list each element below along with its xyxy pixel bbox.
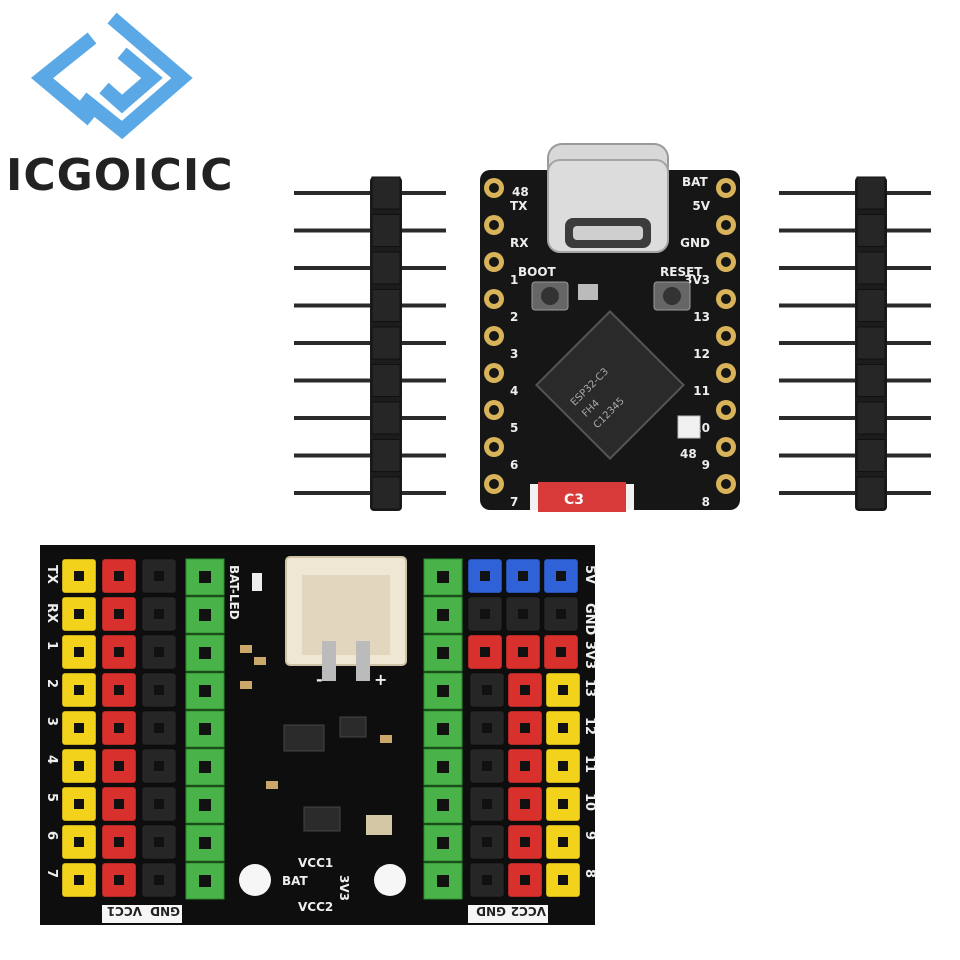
brand-name: ICGOICIC — [6, 150, 234, 201]
brand-logo — [22, 8, 222, 148]
exp-label-right: 12 — [582, 717, 597, 735]
connector-minus: - — [316, 670, 323, 689]
mcu-label-top-left: 48 — [512, 185, 529, 199]
bat-led-label: BAT-LED — [227, 565, 241, 620]
mcu-pin-label-right: 3V3 — [684, 273, 710, 287]
connector-plus: + — [374, 670, 387, 689]
exp-label-left: TX — [44, 565, 59, 584]
logo-icon — [30, 12, 193, 140]
right-strip-segment — [856, 439, 886, 472]
bottom-left-gnd: GND — [150, 904, 180, 918]
left-strip-segment — [371, 364, 401, 397]
left-strip-segment — [371, 176, 401, 210]
left-strip-segment — [371, 289, 401, 322]
exp-label-left: 4 — [44, 755, 59, 764]
exp-label-right: 8 — [582, 869, 597, 878]
right-strip-segment — [856, 251, 886, 285]
exp-label-right: 10 — [582, 793, 597, 811]
left-strip-segment — [371, 251, 401, 285]
power-label-vcc1: VCC1 — [298, 856, 333, 870]
boot-label: BOOT — [518, 265, 557, 279]
right-strip-segment — [856, 364, 886, 397]
left-strip-segment — [371, 401, 401, 435]
left-strip-segment — [371, 439, 401, 472]
mcu-pin-label-right: 9 — [702, 458, 710, 472]
left-strip-segment — [371, 326, 401, 360]
mcu-pin-label-right: 12 — [693, 347, 710, 361]
exp-label-left: 6 — [44, 831, 59, 840]
power-label-vcc2: VCC2 — [298, 900, 333, 914]
mounting-hole-right — [374, 864, 406, 896]
mcu-pin-label-right: 13 — [693, 310, 710, 324]
bottom-right-gnd: GND — [476, 904, 506, 918]
reset-label: RESET — [660, 265, 703, 279]
mcu-pin-label-left: 6 — [510, 458, 518, 472]
mcu-pin-label-left: TX — [510, 199, 528, 213]
mcu-label-top-right: BAT — [682, 175, 709, 189]
right-strip-segment — [856, 289, 886, 322]
right-strip-segment — [856, 401, 886, 435]
exp-label-right: 9 — [582, 831, 597, 840]
exp-label-left: RX — [44, 603, 59, 623]
exp-label-left: 1 — [44, 641, 59, 650]
exp-label-right: 3V3 — [582, 641, 597, 669]
exp-label-right: 11 — [582, 755, 597, 773]
left-strip-segment — [371, 214, 401, 247]
exp-label-right: 13 — [582, 679, 597, 697]
antenna — [538, 482, 626, 512]
power-label-3v3: 3V3 — [337, 875, 351, 901]
led-number: 48 — [680, 447, 697, 461]
exp-label-left: 5 — [44, 793, 59, 802]
left-strip-segment — [371, 476, 401, 510]
mcu-pin-label-left: 3 — [510, 347, 518, 361]
exp-label-left: 7 — [44, 869, 59, 878]
header-pin-strip-left — [294, 176, 446, 511]
bottom-left-vcc1: VCC1 — [107, 904, 142, 918]
header-pin-strip-right — [779, 176, 931, 511]
mcu-pin-label-left: 5 — [510, 421, 518, 435]
mcu-pin-label-right: 11 — [693, 384, 710, 398]
power-label-bat: BAT — [282, 874, 309, 888]
rgb-led — [677, 415, 701, 439]
right-strip-segment — [856, 476, 886, 510]
right-strip-segment — [856, 326, 886, 360]
mcu-pin-label-left: 1 — [510, 273, 518, 287]
exp-label-left: 3 — [44, 717, 59, 726]
left-socket-slot[interactable] — [185, 672, 225, 710]
right-strip-segment — [856, 176, 886, 210]
mcu-pin-label-right: GND — [680, 236, 710, 250]
right-strip-segment — [856, 214, 886, 247]
mcu-pin-label-left: 4 — [510, 384, 518, 398]
mcu-pin-label-right: 8 — [702, 495, 710, 509]
mcu-chip: ESP32-C3 FH4 C12345 — [535, 310, 685, 460]
mcu-pin-label-left: RX — [510, 236, 529, 250]
mounting-hole-left — [239, 864, 271, 896]
exp-label-right: 5V — [582, 565, 597, 584]
left-socket-slot[interactable] — [185, 748, 225, 786]
mcu-pin-label-left: 2 — [510, 310, 518, 324]
mcu-pin-label-right: 5V — [692, 199, 710, 213]
exp-label-right: GND — [582, 603, 597, 636]
bottom-right-vcc2: VCC2 — [511, 904, 546, 918]
exp-label-left: 2 — [44, 679, 59, 688]
mcu-pin-label-left: 7 — [510, 495, 518, 509]
antenna-label: C3 — [564, 492, 584, 508]
